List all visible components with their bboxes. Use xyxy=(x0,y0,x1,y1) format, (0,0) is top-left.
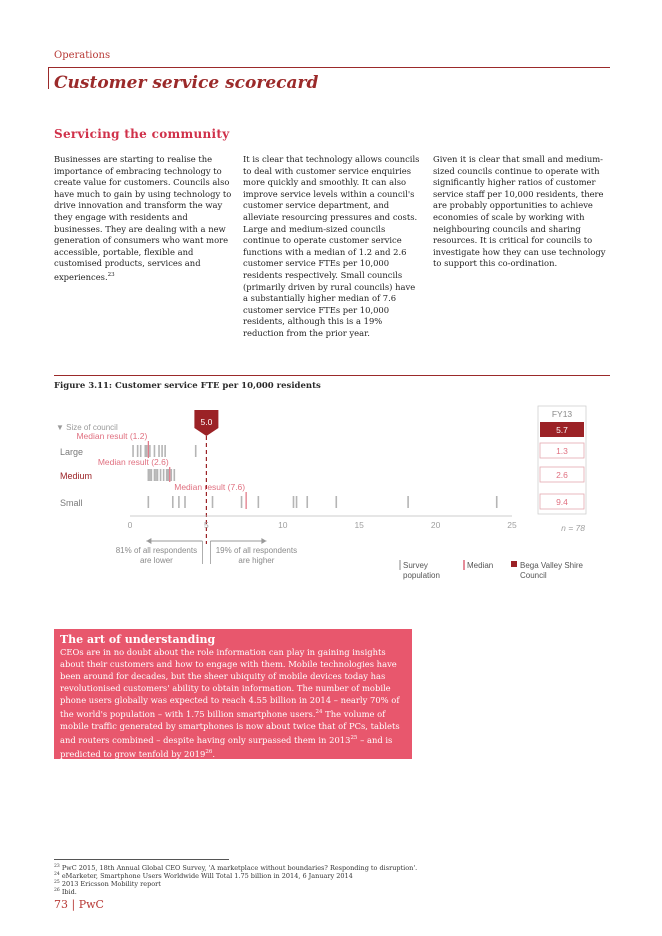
group-label: Small xyxy=(60,498,83,508)
right-note: 19% of all respondents xyxy=(216,546,297,555)
text-column-2: It is clear that technology allows counc… xyxy=(243,154,420,338)
title-rule xyxy=(48,67,610,68)
callout-text-1: CEOs are in no doubt about the role info… xyxy=(60,647,400,719)
bega-value-box xyxy=(539,493,585,510)
x-tick-label: 20 xyxy=(431,520,441,530)
column-1-text: Businesses are starting to realise the i… xyxy=(54,154,232,282)
footnote-ref: 23 xyxy=(107,271,115,278)
legend-survey-label: population xyxy=(403,571,440,580)
x-tick-label: 10 xyxy=(278,520,288,530)
callout-title: The art of understanding xyxy=(60,633,216,646)
footnote-text: 2013 Ericsson Mobility report xyxy=(61,880,161,889)
footnote-text: PwC 2015, 18th Annual Global CEO Survey,… xyxy=(61,864,418,873)
callout-text-4: . xyxy=(212,748,216,759)
x-tick-label: 0 xyxy=(128,520,133,530)
page-footer: 73 | PwC xyxy=(54,898,104,911)
left-note: are lower xyxy=(140,556,173,565)
figure-rule xyxy=(54,375,610,376)
bega-top-value: 5.7 xyxy=(556,425,568,435)
legend-bega-label: Council xyxy=(520,571,547,580)
median-label: Median result (7.6) xyxy=(174,482,245,492)
footnote-number: 25 xyxy=(54,880,60,885)
text-column-1: Businesses are starting to realise the i… xyxy=(54,154,232,283)
legend-bega-label: Bega Valley Shire xyxy=(520,561,584,570)
bega-value: 1.3 xyxy=(556,446,568,456)
left-arrow-head xyxy=(146,538,152,544)
footnote-number: 24 xyxy=(54,872,60,877)
threshold-marker xyxy=(194,410,219,436)
callout-text-3: – and is predicted to grow tenfold by 20… xyxy=(60,734,393,759)
size-of-council-label: ▼ Size of council xyxy=(56,423,118,432)
footnote-text: eMarketer, Smartphone Users Worldwide Wi… xyxy=(61,872,353,881)
footnote: 25 2013 Ericsson Mobility report xyxy=(54,879,161,888)
footnote: 24 eMarketer, Smartphone Users Worldwide… xyxy=(54,871,353,880)
threshold-label: 5.0 xyxy=(200,417,212,427)
footnote-number: 26 xyxy=(54,888,60,893)
x-tick-label: 5 xyxy=(204,520,209,530)
section-label: Operations xyxy=(54,50,111,61)
bega-top-value-box xyxy=(540,422,584,437)
right-note: are higher xyxy=(238,556,274,565)
legend-median-label: Median xyxy=(467,561,493,570)
sample-size-label: n = 78 xyxy=(561,523,585,533)
legend-survey-label: Survey xyxy=(403,561,428,570)
bega-value: 9.4 xyxy=(556,497,568,507)
text-column-3: Given it is clear that small and medium-… xyxy=(433,154,606,269)
callout-ref: 24 xyxy=(315,709,323,715)
footnote-rule xyxy=(54,859,229,860)
callout-ref: 25 xyxy=(350,734,358,741)
callout-text-2: The volume of mobile traffic generated b… xyxy=(60,708,400,745)
group-label: Medium xyxy=(60,471,92,481)
footnote: 26 Ibid. xyxy=(54,887,77,896)
footnote-number: 23 xyxy=(54,864,60,869)
callout-body: CEOs are in no doubt about the role info… xyxy=(60,646,410,759)
x-tick-label: 15 xyxy=(354,520,364,530)
right-arrow-head xyxy=(261,538,267,544)
bega-value-box xyxy=(539,466,585,483)
median-label: Median result (1.2) xyxy=(76,431,147,441)
fy-label: FY13 xyxy=(552,409,573,419)
bega-value-box xyxy=(539,442,585,459)
figure-caption: Figure 3.11: Customer service FTE per 10… xyxy=(54,381,321,391)
page-number: 73 xyxy=(54,898,68,911)
title-rule-tick xyxy=(48,67,49,89)
legend-bega-swatch xyxy=(511,561,517,567)
group-label: Large xyxy=(60,447,83,457)
brand-name: PwC xyxy=(78,898,104,911)
median-label: Median result (2.6) xyxy=(98,457,169,467)
callout-box: The art of understanding CEOs are in no … xyxy=(54,629,412,759)
callout-ref: 26 xyxy=(205,748,213,755)
bega-value: 2.6 xyxy=(556,470,568,480)
left-note: 81% of all respondents xyxy=(116,546,197,555)
footer-separator: | xyxy=(71,898,76,911)
subheading: Servicing the community xyxy=(54,127,230,141)
x-tick-label: 25 xyxy=(507,520,517,530)
page-title: Customer service scorecard xyxy=(54,73,319,93)
footnote: 23 PwC 2015, 18th Annual Global CEO Surv… xyxy=(54,863,417,872)
footnote-text: Ibid. xyxy=(61,888,77,897)
